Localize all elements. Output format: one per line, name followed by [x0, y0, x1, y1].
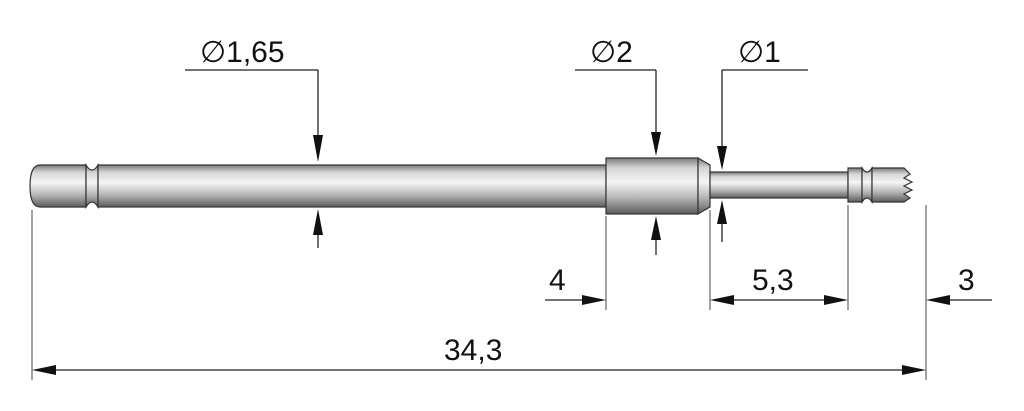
dim-label-length-tip-neck: 5,3 — [752, 264, 794, 297]
dimension-diameter-shaft: ∅1,65 — [185, 36, 323, 248]
dim-label-length-total: 34,3 — [444, 334, 502, 367]
collar — [605, 157, 699, 215]
dimension-length-total: 34,3 — [32, 334, 926, 375]
dim-label-diameter-collar: ∅2 — [590, 36, 633, 69]
dimension-length-tip-neck: 5,3 — [710, 264, 848, 305]
plunger-head — [29, 164, 87, 208]
main-shaft — [97, 164, 607, 208]
dimension-diameter-collar: ∅2 — [575, 36, 661, 255]
probe-pin-body — [29, 156, 914, 216]
crown-base — [847, 167, 863, 203]
dim-label-diameter-shaft: ∅1,65 — [200, 36, 285, 69]
dimension-diameter-tip: ∅1 — [717, 36, 808, 242]
extension-lines — [31, 205, 927, 380]
dimension-length-collar: 4 — [545, 264, 606, 305]
dim-label-diameter-tip: ∅1 — [738, 36, 781, 69]
crown-groove — [861, 165, 873, 205]
crown-tip — [871, 167, 914, 203]
collar-taper — [697, 156, 711, 216]
tip-neck — [709, 171, 849, 199]
head-groove — [85, 162, 99, 210]
dimension-length-crown: 3 — [926, 264, 992, 305]
dim-label-length-collar: 4 — [549, 264, 566, 297]
dim-label-length-crown: 3 — [958, 264, 975, 297]
